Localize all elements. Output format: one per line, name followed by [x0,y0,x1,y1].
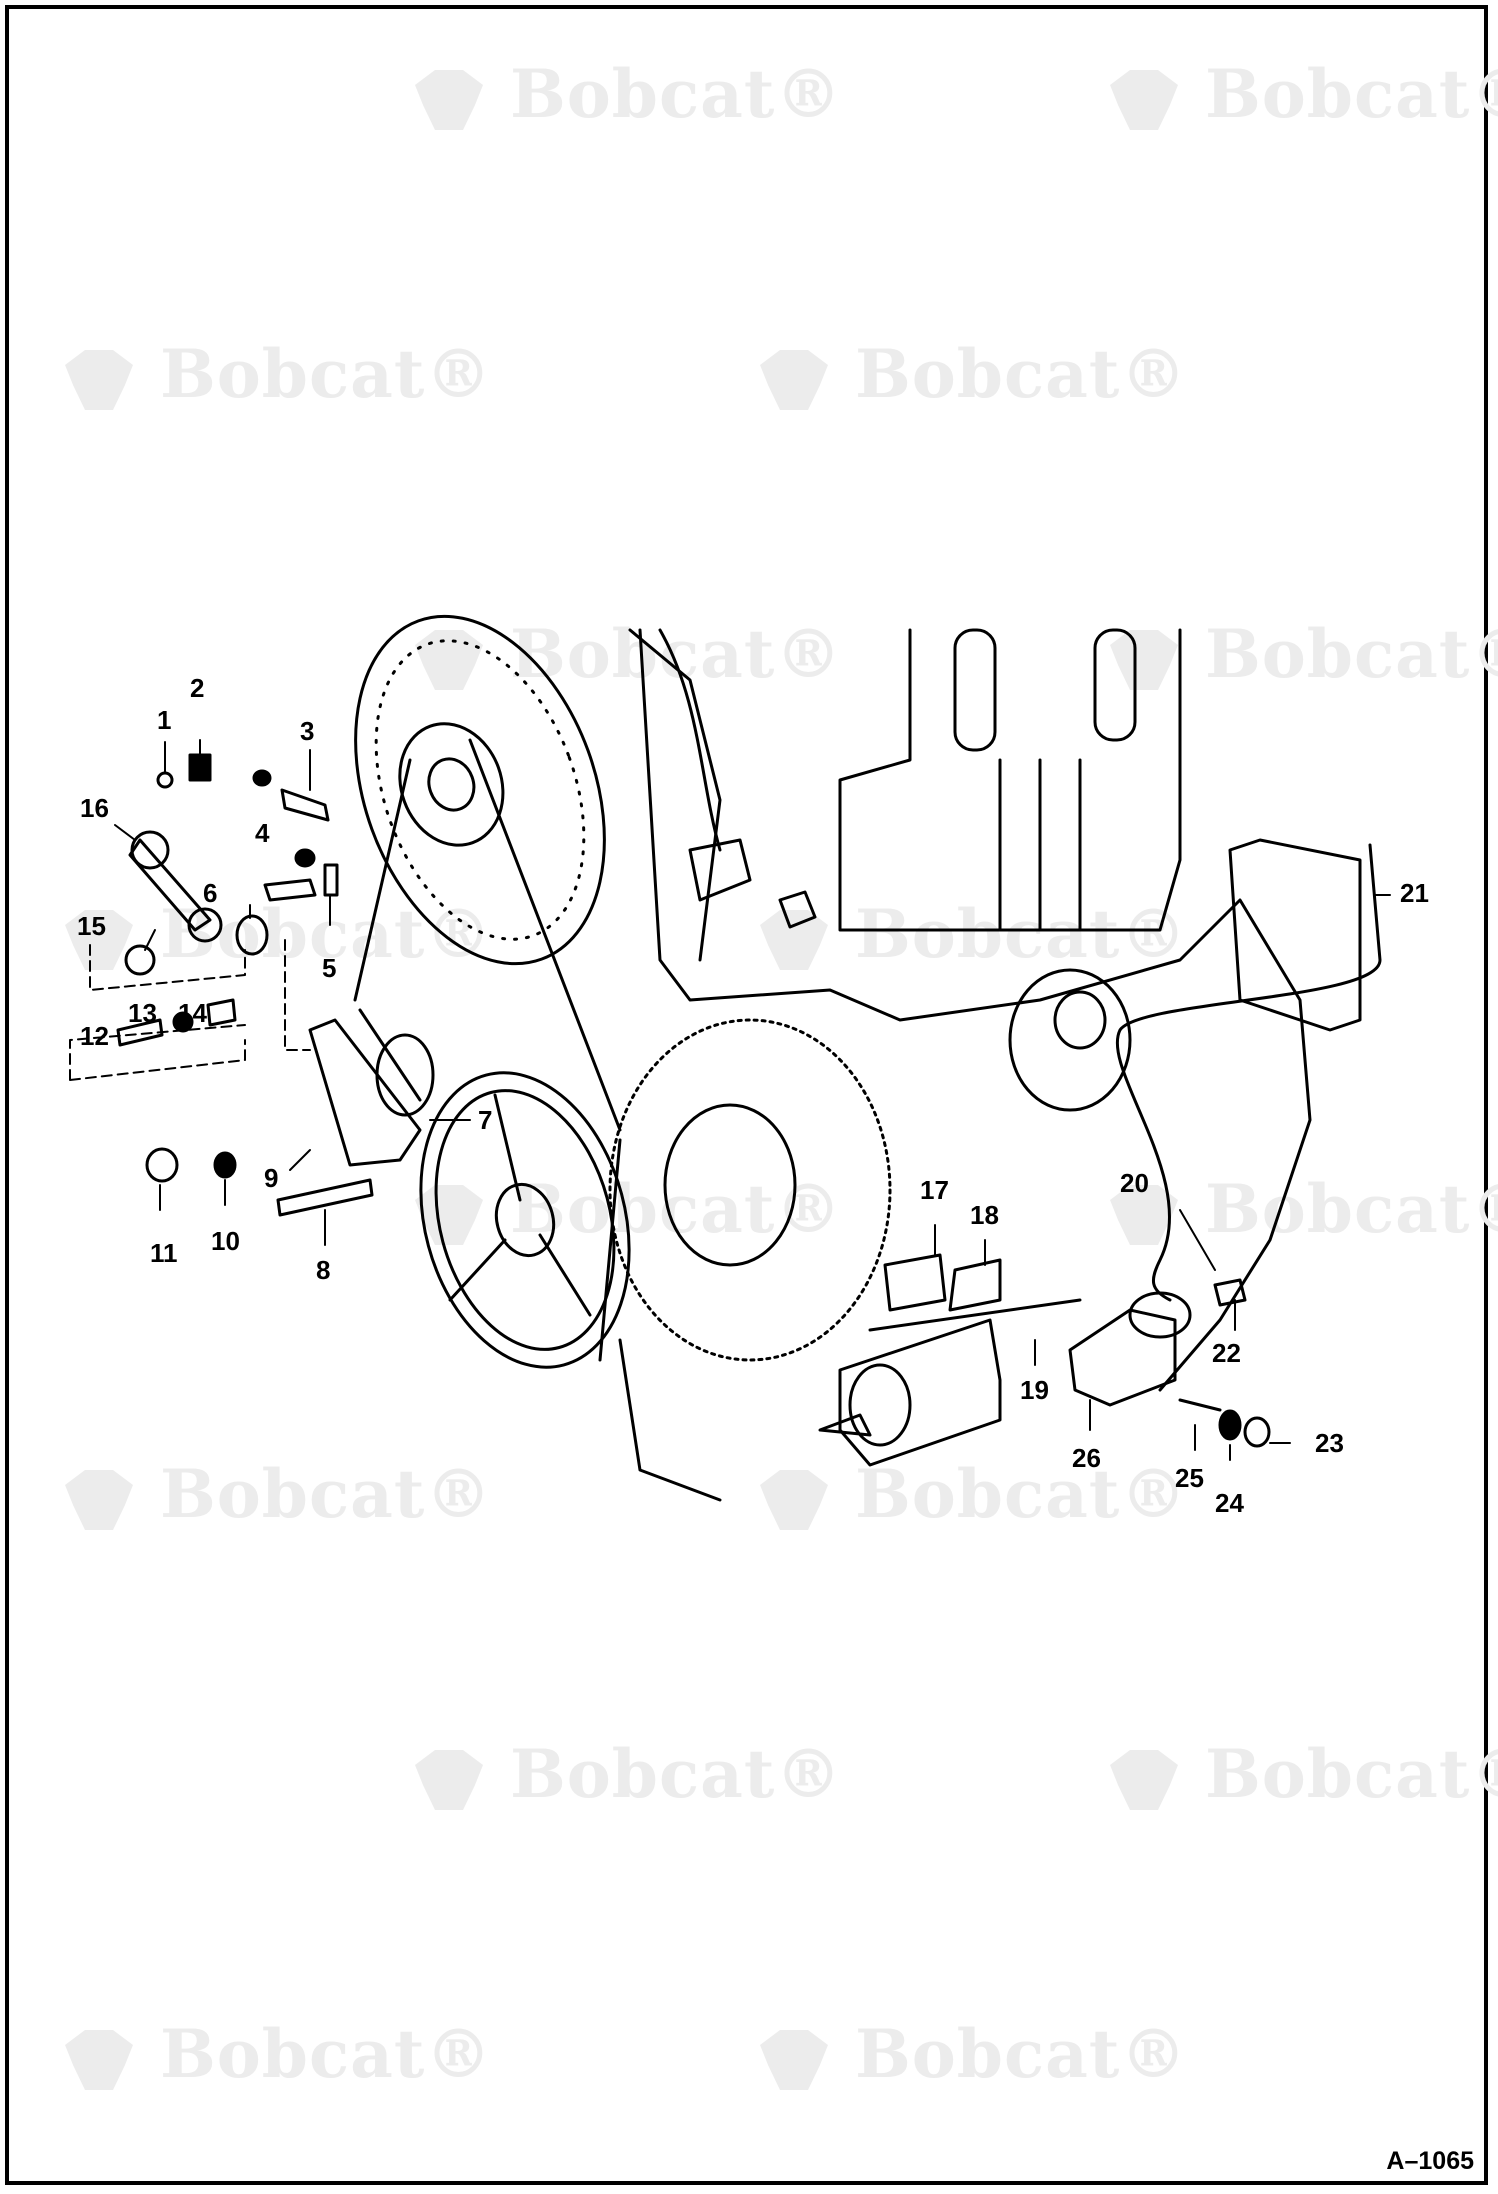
watermark-logo [55,345,143,415]
engine-block [618,628,1312,1502]
timing-cover [608,1018,892,1362]
callout-1: 1 [157,705,172,735]
watermark-text: Bobcat® [1205,1735,1498,1813]
watermark-text: Bobcat® [855,335,1188,413]
pin-12 [116,1018,164,1047]
watermark-text: Bobcat® [510,1170,843,1248]
fuel-pump [838,1318,1002,1467]
callout-2: 2 [190,673,205,703]
watermark-text: Bobcat® [510,55,843,133]
watermark-logo [1100,1180,1188,1250]
filler-fitting [688,838,817,929]
callout-12: 12 [80,1021,109,1051]
callout-17: 17 [920,1175,949,1205]
watermark-text: Bobcat® [160,335,493,413]
arm-16 [128,838,212,932]
callout-7: 7 [478,1105,493,1135]
callout-9: 9 [264,1163,279,1193]
callout-8: 8 [316,1255,331,1285]
callout-22: 22 [1212,1338,1241,1368]
callout-19: 19 [1020,1375,1049,1405]
clip-5 [263,863,339,902]
watermark-logo [1100,625,1188,695]
drive-belt [353,738,622,1362]
group-bracket-upper [89,944,246,991]
callout-23: 23 [1315,1428,1344,1458]
watermark-text: Bobcat® [160,2015,493,2093]
callout-10: 10 [211,1226,240,1256]
cylinder-head [838,628,1182,932]
watermark-text: Bobcat® [160,1455,493,1533]
right-pulley [1008,968,1132,1112]
callout-14: 14 [178,998,207,1028]
watermark-text: Bobcat® [855,1455,1188,1533]
watermark-logo [750,2025,838,2095]
callout-16: 16 [80,793,109,823]
watermark-text: Bobcat® [510,1735,843,1813]
watermark-logo [750,905,838,975]
gasket-18 [948,1258,1002,1312]
watermark-logo [405,1745,493,1815]
watermark-logo [55,2025,143,2095]
callout-21: 21 [1400,878,1429,908]
watermark-logo [750,345,838,415]
callout-26: 26 [1072,1443,1101,1473]
tube-line [1116,843,1382,1302]
watermark-logo [1100,65,1188,135]
watermark-logo [1100,1745,1188,1815]
figure-id: A–1065 [1386,2147,1474,2175]
fan-pulley [354,614,606,966]
watermark-logo [405,65,493,135]
bolt-8 [276,1178,374,1217]
callout-3: 3 [300,716,315,746]
callout-20: 20 [1120,1168,1149,1198]
callout-24: 24 [1215,1488,1244,1518]
callout-15: 15 [77,911,106,941]
watermark-logo [55,905,143,975]
callout-4: 4 [255,818,270,848]
callout-11: 11 [150,1238,178,1268]
leader-lines [114,739,1391,1461]
callout-13: 13 [128,998,157,1028]
watermark-text: Bobcat® [1205,615,1498,693]
watermark-text: Bobcat® [855,895,1188,973]
cover-17 [883,1253,947,1312]
pin-3 [280,788,330,822]
watermark-logo [405,625,493,695]
group-bracket-lower [69,1024,246,1081]
watermark-logo [750,1465,838,1535]
watermark-text: Bobcat® [510,615,843,693]
callout-18: 18 [970,1200,999,1230]
watermark-logo [405,1180,493,1250]
watermark-text: Bobcat® [855,2015,1188,2093]
callout-5: 5 [322,953,337,983]
idler-bracket [308,1018,422,1167]
crank-pulley [419,1071,631,1369]
watermark-text: Bobcat® [1205,55,1498,133]
watermark-logo [55,1465,143,1535]
page-border [5,5,1488,2185]
reservoir [1228,838,1362,1032]
callout-6: 6 [203,878,218,908]
watermark-text: Bobcat® [1205,1170,1498,1248]
shaft-19 [868,1298,1082,1332]
watermark-text: Bobcat® [160,895,493,973]
callout-25: 25 [1175,1463,1204,1493]
